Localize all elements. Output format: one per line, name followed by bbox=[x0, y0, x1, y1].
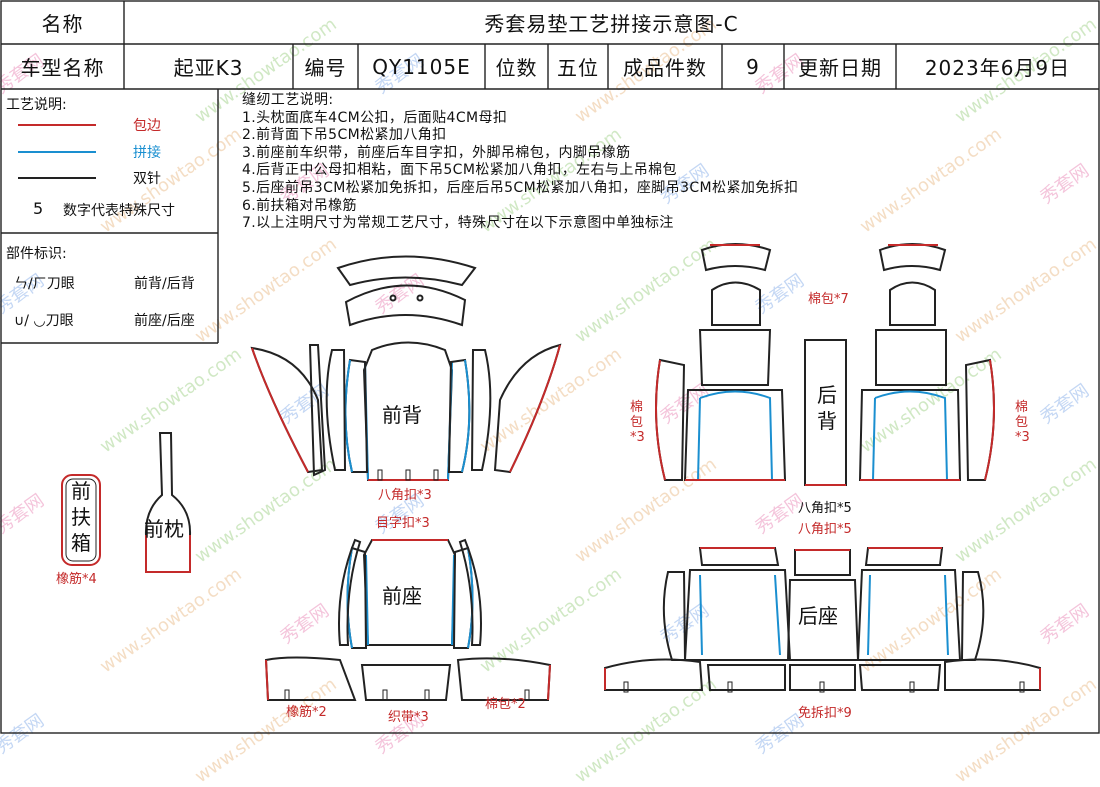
legend-number-key: 5 bbox=[33, 199, 44, 218]
car-label: 车型名称 bbox=[20, 56, 105, 80]
rear-seat-top-note: 八角扣*5 bbox=[798, 522, 852, 537]
notes-line: 1.头枕面底车4CM公扣，后面贴4CM母扣 bbox=[242, 109, 508, 126]
front-back-note: 八角扣*3 bbox=[378, 488, 432, 503]
date-label: 更新日期 bbox=[798, 56, 882, 80]
front-seat-bottom-mid-note: 织带*3 bbox=[388, 710, 429, 725]
rear-back-note: 八角扣*5 bbox=[798, 501, 852, 516]
notes-line: 7.以上注明尺寸为常规工艺尺寸，特殊尺寸在以下示意图中单独标注 bbox=[242, 215, 674, 232]
front-seat-bottom-right-note: 棉包*2 bbox=[485, 697, 526, 712]
sewing-notes: 缝纫工艺说明: 1.头枕面底车4CM公扣，后面贴4CM母扣 2.前背面下吊5CM… bbox=[242, 92, 798, 233]
front-seat-label: 前座 bbox=[382, 584, 422, 608]
armrest-headrest-pieces bbox=[61, 432, 192, 573]
rear-back-label: 后背 bbox=[817, 383, 837, 433]
legend-number-desc: 数字代表特殊尺寸 bbox=[63, 203, 175, 219]
rear-seat-bottom-note: 免拆扣*9 bbox=[798, 706, 852, 721]
front-seat-bottom-left-note: 橡筋*2 bbox=[286, 705, 327, 720]
rear-seat-label: 后座 bbox=[798, 604, 838, 628]
header-table-lines bbox=[0, 0, 1100, 734]
rear-top-note: 棉包*7 bbox=[808, 292, 849, 307]
armrest-note: 橡筋*4 bbox=[56, 572, 97, 587]
page-title: 秀套易垫工艺拼接示意图-C bbox=[484, 12, 739, 36]
front-seat-pieces bbox=[264, 538, 552, 701]
notes-title: 缝纫工艺说明: bbox=[242, 92, 334, 108]
parts-id-desc-2: 前座/后座 bbox=[134, 313, 195, 329]
legend-edge-label: 包边 bbox=[133, 118, 161, 134]
notes-line: 3.前座前车织带，前座后车目字扣，外脚吊棉包，内脚吊橡筋 bbox=[242, 144, 631, 161]
legend-stitch-label: 双针 bbox=[133, 171, 161, 187]
front-back-pieces bbox=[250, 255, 562, 481]
seat-label: 位数 bbox=[495, 56, 538, 80]
legend-seam-label: 拼接 bbox=[133, 145, 161, 161]
notes-line: 4.后背正中公母扣相粘，面下吊5CM松紧加八角扣，左右与上吊棉包 bbox=[242, 162, 677, 179]
name-label: 名称 bbox=[41, 12, 84, 36]
count-label: 成品件数 bbox=[623, 56, 707, 80]
count-value: 9 bbox=[746, 54, 760, 79]
date-value: 2023年6月9日 bbox=[924, 56, 1071, 80]
pattern-diagram bbox=[0, 0, 1100, 734]
armrest-label: 前扶箱 bbox=[71, 479, 91, 555]
car-value: 起亚K3 bbox=[173, 56, 244, 80]
notes-line: 5.后座前吊3CM松紧加免拆扣，后座后吊5CM松紧加八角扣，座脚吊3CM松紧加免… bbox=[242, 179, 799, 196]
parts-id-desc-1: 前背/后背 bbox=[134, 276, 195, 292]
rear-back-pieces bbox=[655, 243, 995, 486]
parts-id-title: 部件标识: bbox=[6, 246, 67, 262]
code-value: QY1105E bbox=[372, 54, 471, 79]
seat-value: 五位 bbox=[557, 56, 599, 80]
code-label: 编号 bbox=[304, 56, 347, 80]
front-seat-top-note: 目字扣*3 bbox=[376, 516, 430, 531]
headrest-label: 前枕 bbox=[144, 517, 184, 541]
notes-line: 2.前背面下吊5CM松紧加八角扣 bbox=[242, 127, 447, 144]
front-back-label: 前背 bbox=[382, 403, 422, 427]
rear-seat-pieces bbox=[604, 547, 1041, 693]
notes-line: 6.前扶箱对吊橡筋 bbox=[242, 197, 357, 214]
rear-right-note: 棉包*3 bbox=[1015, 400, 1030, 445]
parts-id-symbol-1: ㄣ/ㄏ刀眼 bbox=[14, 276, 75, 292]
legend-title: 工艺说明: bbox=[6, 97, 67, 113]
rear-left-note: 棉包*3 bbox=[630, 400, 645, 445]
parts-id-symbol-2: ∪/ ◡刀眼 bbox=[14, 313, 74, 329]
